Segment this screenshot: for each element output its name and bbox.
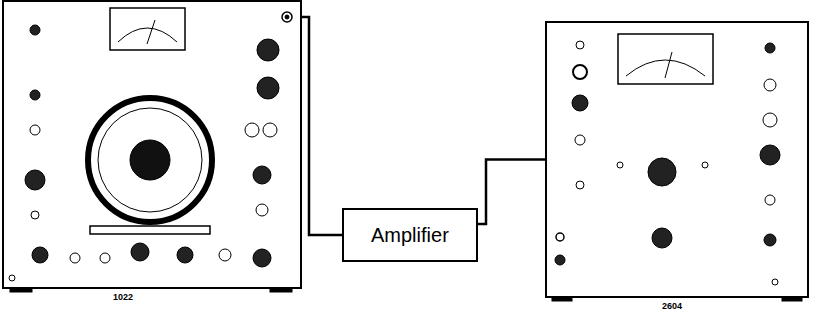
model-number: 2604 <box>662 301 682 311</box>
instrument-panel: 1022 <box>3 1 301 288</box>
signal-cable <box>301 17 342 235</box>
signal-cable <box>478 160 546 225</box>
instrument-panel: 2604 <box>546 22 808 297</box>
box-label: Amplifier <box>371 224 449 247</box>
panel-1022 <box>3 1 301 292</box>
process-box: Amplifier <box>342 208 478 262</box>
model-number: 1022 <box>113 292 133 302</box>
panel-2604 <box>546 22 808 301</box>
